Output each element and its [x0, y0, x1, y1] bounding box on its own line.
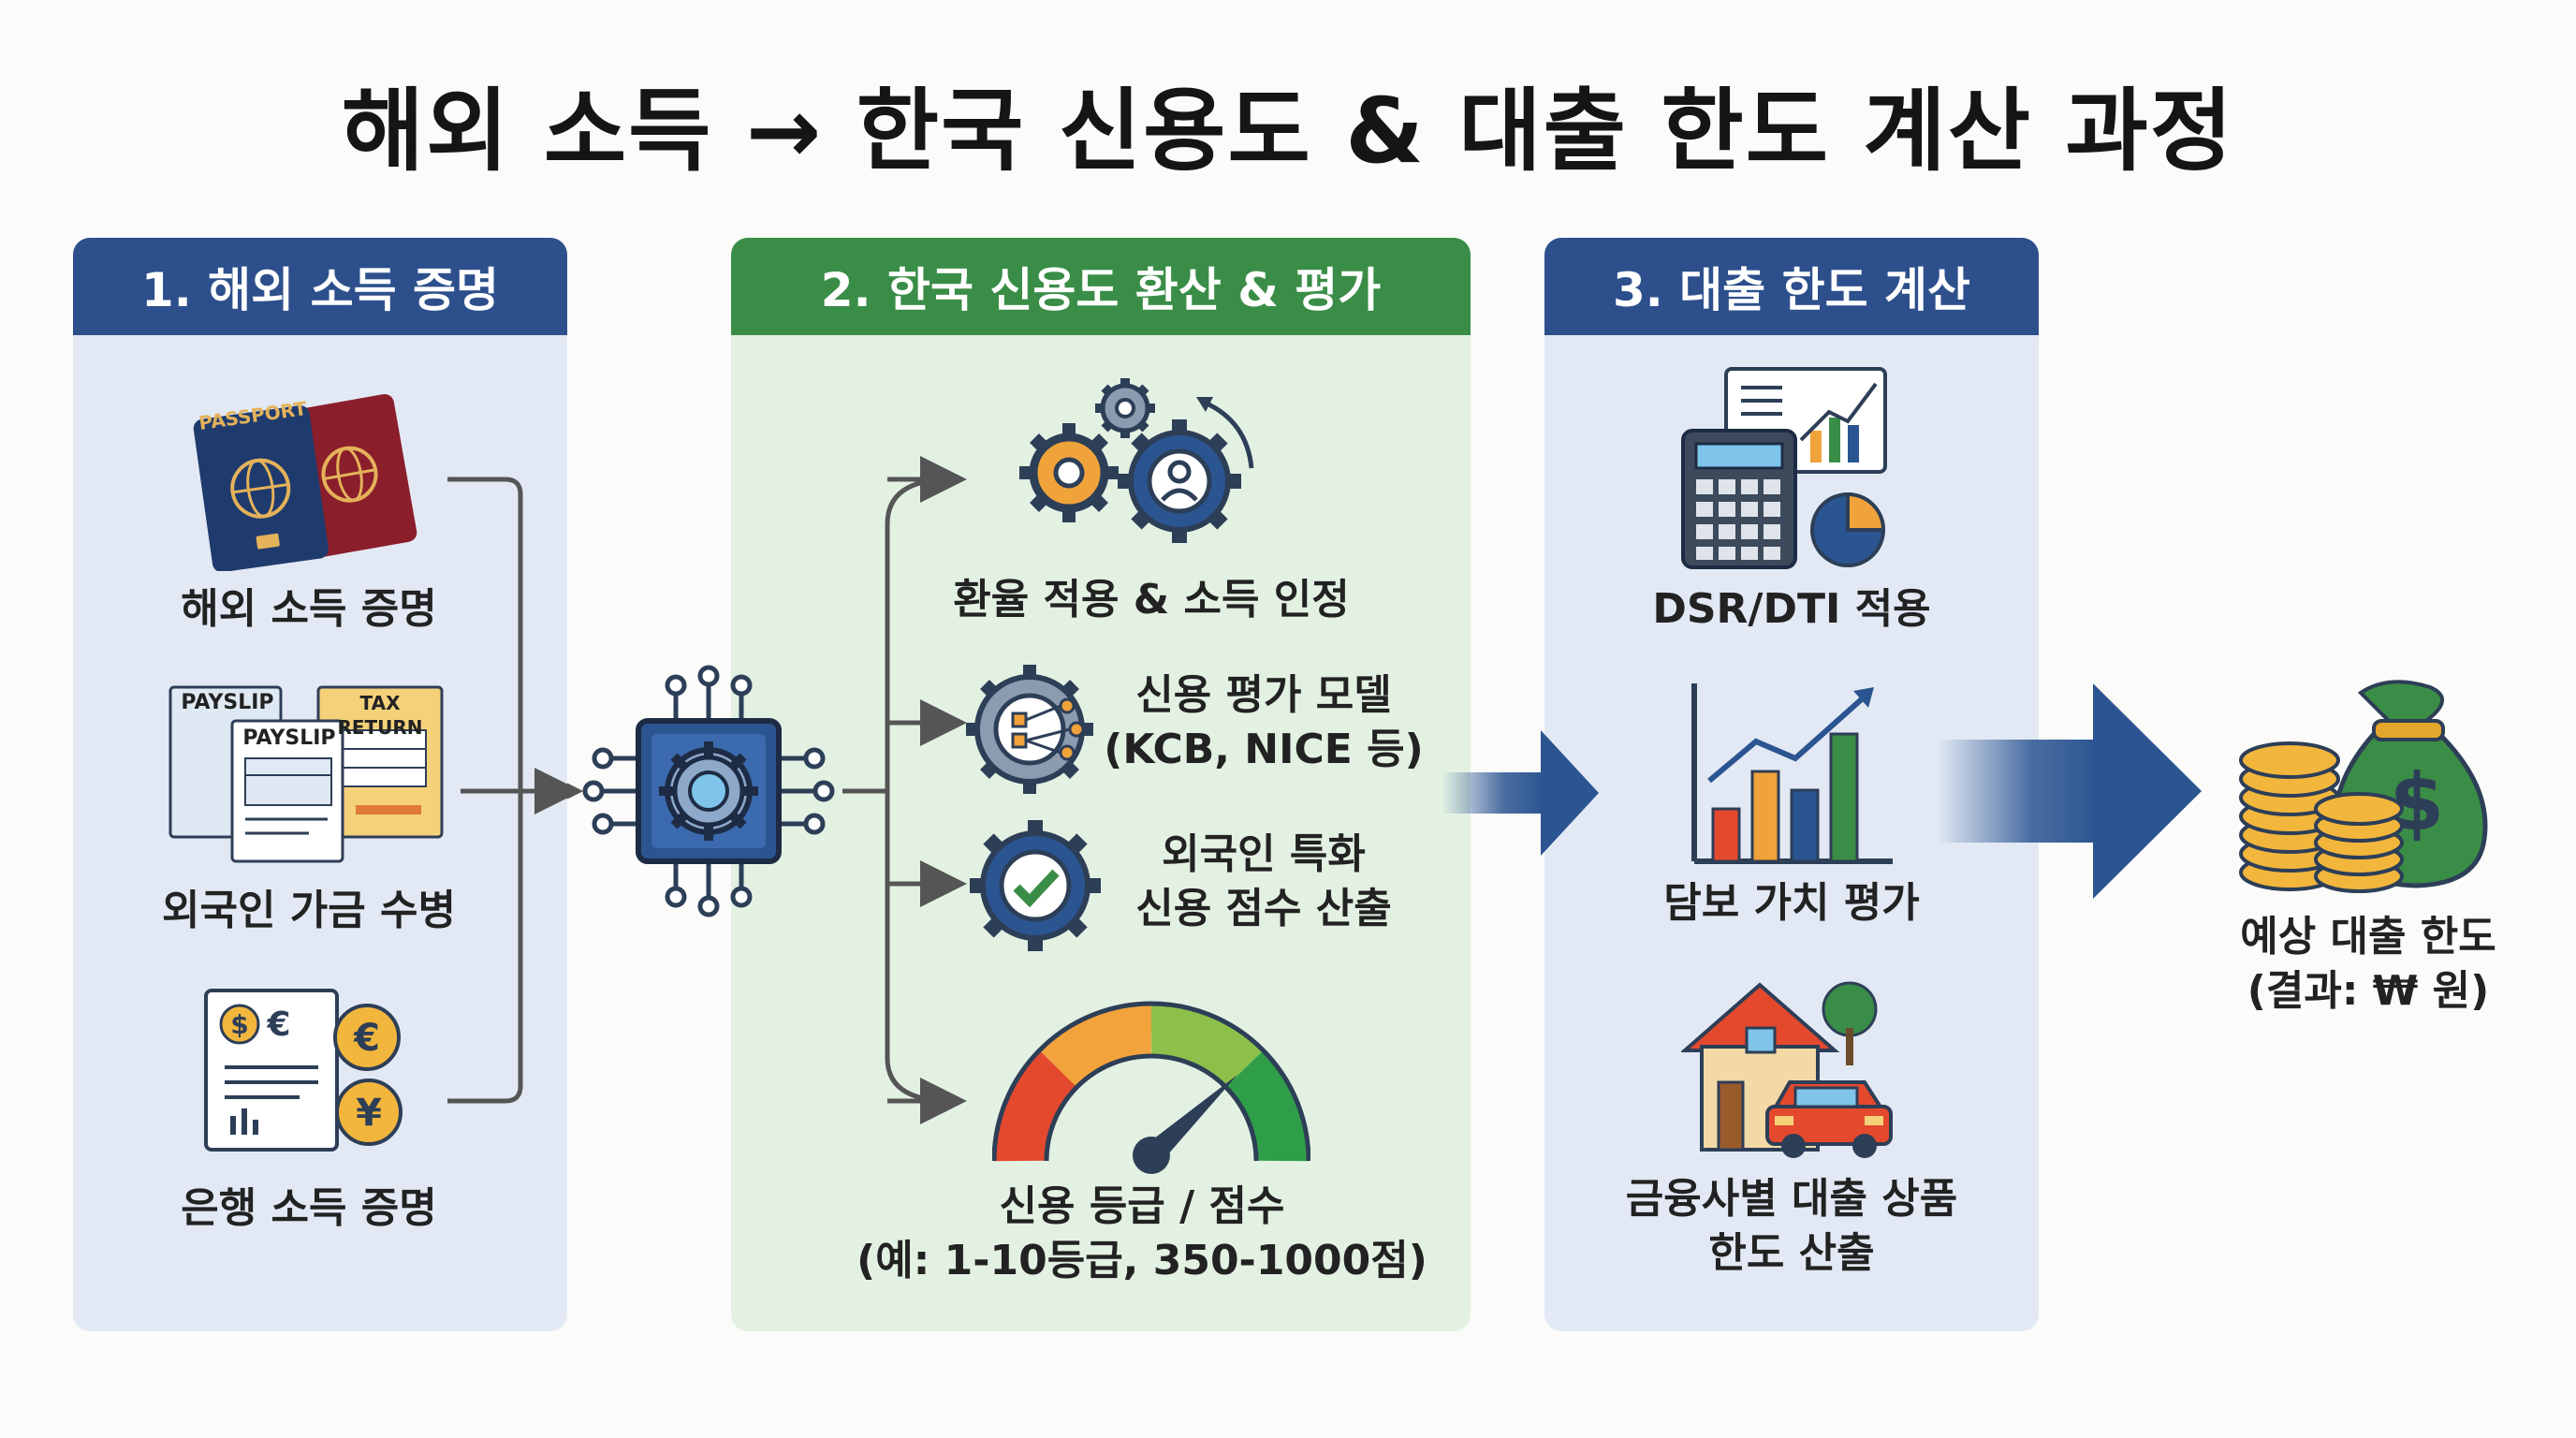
- result-label: 예상 대출 한도 (결과: ₩ 원): [2240, 913, 2496, 1015]
- check-gear-icon: [970, 816, 1110, 957]
- svg-text:$: $: [230, 1009, 248, 1040]
- item-label-foreign-income: 해외 소득 증명: [181, 585, 437, 633]
- tax-return-text: TAX RETURN: [337, 692, 423, 739]
- svg-text:€: €: [353, 1017, 380, 1060]
- panel-credit-evaluation: 2. 한국 신용도 환산 & 평가: [731, 238, 1471, 1331]
- item-label-credit-grade: 신용 등급 / 점수 (예: 1-10등급, 350-1000점): [856, 1182, 1427, 1284]
- gears-icon: [1013, 365, 1266, 562]
- payslip-text-front: PAYSLIP: [242, 726, 336, 750]
- passport-icon: [183, 384, 427, 571]
- item-label-bank-statement: 은행 소득 증명: [181, 1184, 437, 1232]
- bar-chart-icon: [1681, 678, 1896, 874]
- item-label-payslip: 외국인 가금 수병: [162, 887, 456, 934]
- arrow-to-result: [1938, 683, 2202, 899]
- panel-header: 2. 한국 신용도 환산 & 평가: [731, 238, 1471, 335]
- panel-header: 1. 해외 소득 증명: [73, 238, 567, 335]
- item-label-dsr-dti: DSR/DTI 적용: [1652, 585, 1931, 633]
- panel-header: 3. 대출 한도 계산: [1544, 238, 2039, 335]
- svg-text:€: €: [266, 1005, 290, 1044]
- arrow-to-panel3: [1442, 730, 1599, 856]
- bank-statement-icon: $ € € ¥: [197, 983, 421, 1161]
- money-bag-icon: $: [2233, 655, 2496, 899]
- gauge-icon: [992, 992, 1310, 1180]
- item-label-foreigner-score: 외국인 특화 신용 점수 산출: [1135, 830, 1392, 932]
- payslip-text-back: PAYSLIP: [181, 691, 274, 714]
- item-label-collateral: 담보 가치 평가: [1663, 879, 1920, 927]
- credit-model-gear-icon: [964, 659, 1105, 800]
- house-car-icon: [1681, 972, 1896, 1159]
- svg-text:¥: ¥: [356, 1092, 382, 1135]
- item-label-exchange-rate: 환율 적용 & 소득 인정: [953, 576, 1350, 624]
- item-label-credit-model: 신용 평가 모델 (KCB, NICE 등): [1104, 671, 1424, 773]
- calculator-icon: [1679, 365, 1895, 571]
- payslip-icon: [168, 683, 449, 871]
- processor-chip-icon: [573, 655, 844, 927]
- item-label-loan-product-limit: 금융사별 대출 상품 한도 산출: [1625, 1175, 1958, 1277]
- page-title: 해외 소득 → 한국 신용도 & 대출 한도 계산 과정: [341, 79, 2235, 183]
